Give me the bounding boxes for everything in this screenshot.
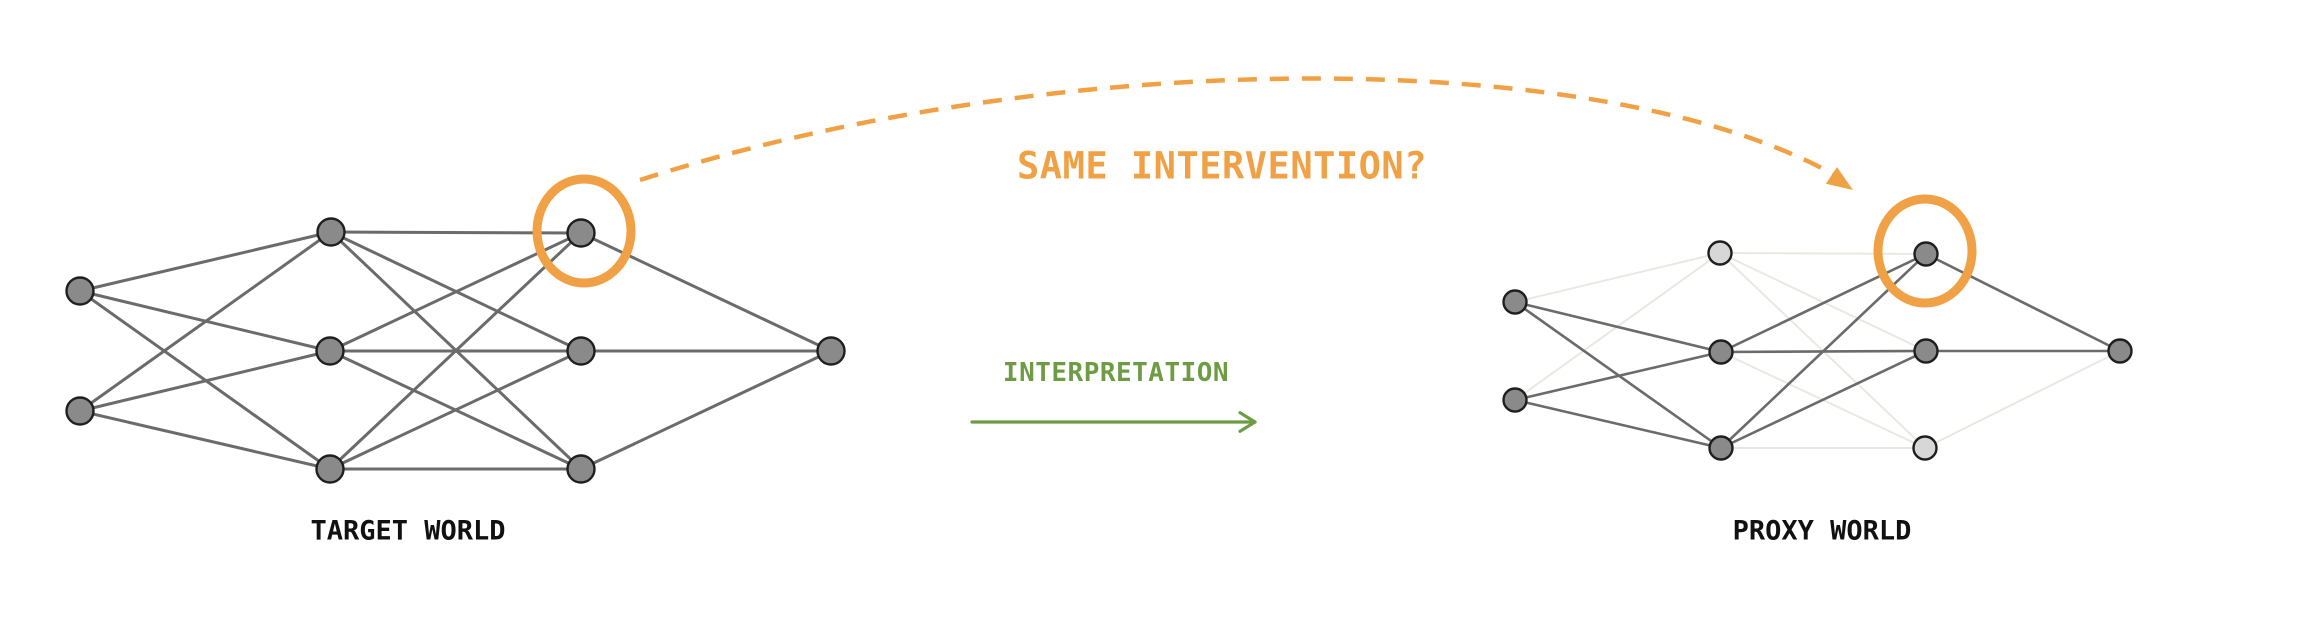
same-intervention-dashed-arc [639, 76, 1842, 183]
node-proxy-o [2107, 338, 2133, 364]
edge-proxy-J1-O [1925, 252, 2121, 353]
interpretation-label: INTERPRETATION [1002, 358, 1230, 388]
edge-target-I2-H2 [79, 349, 331, 413]
node-target-h3 [315, 454, 345, 484]
edge-target-H1-J1 [330, 230, 582, 235]
edge-target-H3-J1 [328, 231, 583, 471]
edge-proxy-I1-H1 [1514, 252, 1721, 303]
edge-proxy-I2-H3 [1514, 398, 1722, 450]
edge-target-J3-O [580, 349, 832, 471]
target-world-label: TARGET WORLD [310, 515, 506, 547]
node-proxy-i1 [1502, 289, 1528, 315]
highlight-circle-target [532, 174, 636, 288]
edge-target-I2-H3 [79, 409, 331, 471]
node-target-j1 [566, 218, 596, 248]
proxy-world-graph [1502, 240, 2133, 461]
node-target-o [816, 336, 846, 366]
interpretation-arrowhead [1238, 411, 1257, 433]
node-proxy-i2 [1502, 387, 1528, 413]
node-proxy-j3 [1912, 435, 1938, 461]
node-proxy-j1 [1913, 241, 1939, 267]
edge-proxy-H2-J1 [1720, 252, 1927, 354]
node-target-i2 [65, 396, 95, 426]
highlight-circle-proxy [1873, 194, 1977, 308]
node-proxy-j2 [1913, 338, 1939, 364]
node-target-j3 [566, 454, 596, 484]
node-target-j2 [566, 336, 596, 366]
node-target-i1 [65, 276, 95, 306]
target-world-graph [65, 217, 846, 484]
edge-proxy-J3-O [1924, 350, 2121, 449]
node-target-h2 [315, 336, 345, 366]
edge-target-J1-O [580, 231, 832, 353]
node-proxy-h1 [1707, 240, 1733, 266]
node-target-h1 [316, 217, 346, 247]
edge-proxy-I1-H2 [1514, 300, 1722, 354]
edge-target-I2-H1 [79, 230, 332, 413]
edge-proxy-H1-J1 [1719, 252, 1927, 255]
edge-target-H3-J2 [329, 349, 582, 471]
node-proxy-h2 [1708, 339, 1734, 365]
same-intervention-label: SAME INTERVENTION? [1017, 144, 1427, 188]
edge-target-I1-H1 [79, 230, 332, 293]
node-proxy-h3 [1708, 435, 1734, 461]
edge-proxy-I2-H2 [1514, 350, 1722, 402]
edge-proxy-H3-J2 [1720, 349, 1927, 450]
same-intervention-arrowhead [1825, 167, 1853, 190]
proxy-world-label: PROXY WORLD [1732, 515, 1912, 547]
